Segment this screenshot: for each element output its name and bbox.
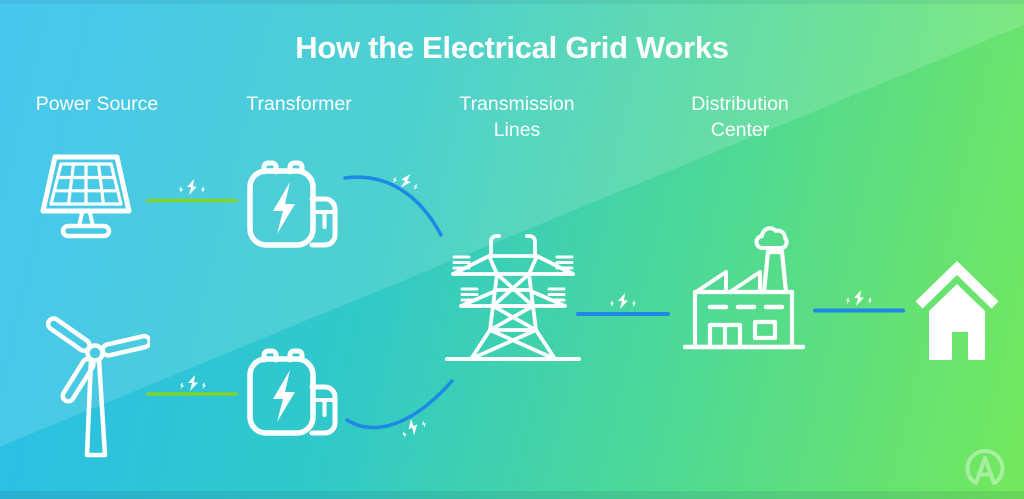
factory-icon	[683, 226, 805, 350]
stage-label-distribution-center: Distribution Center	[691, 93, 789, 141]
solar-panel-icon	[40, 154, 132, 239]
lightning-bolts-icon	[397, 413, 429, 441]
lightning-bolts-icon	[391, 169, 421, 193]
lightning-bolts-icon	[845, 290, 873, 306]
stage-label-transmission-lines: Transmission Lines	[459, 93, 575, 141]
transformer-icon	[247, 348, 338, 436]
blue-curve-bottom	[345, 379, 454, 430]
smoke-puff	[754, 226, 789, 250]
house-icon	[915, 261, 999, 360]
transformer-icon	[247, 160, 338, 248]
stage-label-power-source: Power Source	[35, 93, 159, 115]
wind-turbine-icon	[45, 316, 150, 458]
blue-curve-top	[343, 175, 443, 237]
a-circle-logo-icon	[965, 449, 1005, 485]
bolt-glyph	[273, 182, 295, 234]
lightning-bolts-icon	[178, 179, 206, 195]
lightning-bolts-icon	[179, 375, 207, 391]
lightning-bolts-icon	[609, 293, 637, 309]
page-title: How the Electrical Grid Works	[295, 30, 729, 65]
stage-label-transformer: Transformer	[246, 93, 352, 115]
transmission-tower-icon	[445, 234, 581, 361]
bolt-glyph	[273, 370, 295, 422]
